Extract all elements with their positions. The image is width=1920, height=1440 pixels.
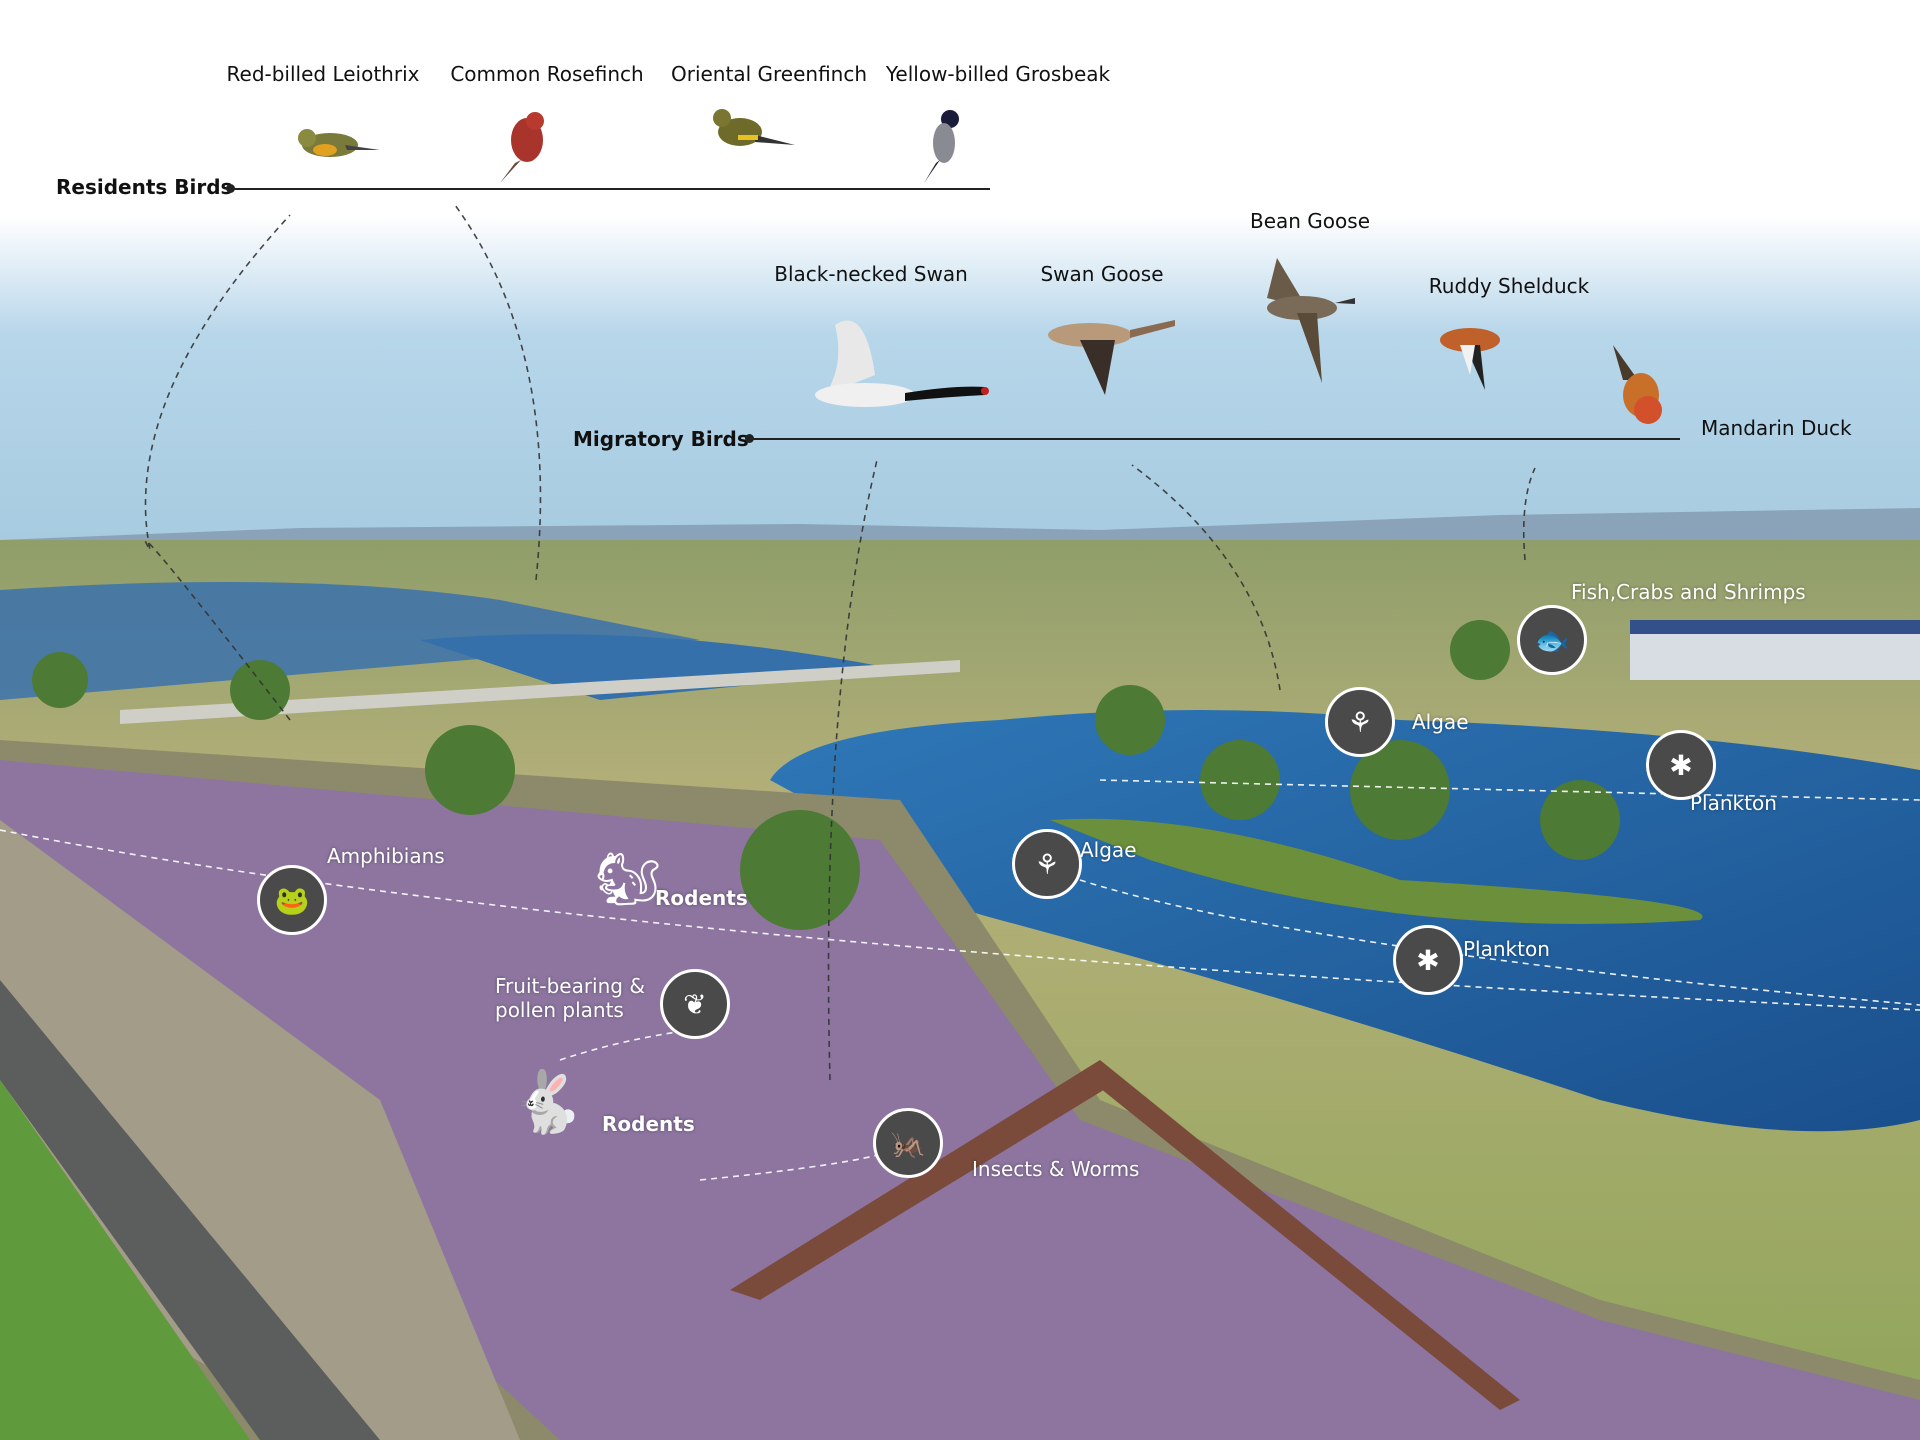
black-necked-swan-icon [815, 320, 989, 407]
plankton-icon: ✱ [1393, 925, 1463, 995]
insects-worms-icon: 🦗 [873, 1108, 943, 1178]
plant-icon: ❦ [660, 969, 730, 1039]
bird-label-mandarin-duck: Mandarin Duck [1701, 416, 1852, 440]
label-rodents-2: Rodents [602, 1112, 695, 1136]
plankton-icon: ✱ [1646, 730, 1716, 800]
oriental-greenfinch-icon [713, 109, 795, 146]
migratory-birds-line [749, 438, 1680, 440]
yellow-billed-grosbeak-icon [924, 110, 959, 183]
red-billed-leiothrix-icon [298, 129, 380, 157]
bird-label-yellow-billed-grosbeak: Yellow-billed Grosbeak [885, 62, 1111, 86]
algae-icon: ⚘ [1012, 829, 1082, 899]
bird-label-swan-goose: Swan Goose [1040, 262, 1164, 286]
frog-lizard-icon: 🐸 [257, 865, 327, 935]
bird-label-ruddy-shelduck: Ruddy Shelduck [1428, 274, 1590, 298]
rabbit-icon: 🐇 [509, 1067, 585, 1138]
bird-label-common-rosefinch: Common Rosefinch [450, 62, 644, 86]
bird-label-oriental-greenfinch: Oriental Greenfinch [670, 62, 868, 86]
bird-label-black-necked-swan: Black-necked Swan [774, 262, 968, 286]
migratory-line-dot [745, 434, 754, 443]
label-plants-line1: Fruit-bearing & [495, 974, 645, 998]
residents-birds-title: Residents Birds [56, 175, 233, 199]
label-rodents-1: Rodents [655, 886, 748, 910]
label-fruit-pollen-plants: Fruit-bearing &pollen plants [495, 974, 645, 1022]
swan-goose-icon [1048, 320, 1175, 395]
label-insects-worms: Insects & Worms [972, 1157, 1140, 1181]
bird-label-bean-goose: Bean Goose [1249, 209, 1371, 233]
label-plants-line2: pollen plants [495, 998, 624, 1022]
label-algae-2: Algae [1080, 838, 1137, 862]
label-fish-crabs-shrimps: Fish,Crabs and Shrimps [1571, 580, 1806, 604]
bird-label-red-billed-leiothrix: Red-billed Leiothrix [226, 62, 420, 86]
algae-icon: ⚘ [1325, 687, 1395, 757]
migratory-birds-title: Migratory Birds [573, 427, 749, 451]
ruddy-shelduck-icon [1440, 328, 1500, 390]
label-algae-1: Algae [1412, 710, 1469, 734]
residents-birds-line [230, 188, 990, 190]
label-amphibians: Amphibians [327, 844, 445, 868]
fish-crabs-shrimps-icon: 🐟 [1517, 605, 1587, 675]
residents-line-dot [226, 184, 235, 193]
label-plankton-2: Plankton [1463, 937, 1550, 961]
label-plankton-1: Plankton [1690, 791, 1777, 815]
mandarin-duck-icon [1613, 345, 1662, 424]
common-rosefinch-icon [500, 112, 544, 183]
squirrel-icon: 🐿 [594, 849, 662, 910]
bean-goose-icon [1267, 258, 1355, 383]
